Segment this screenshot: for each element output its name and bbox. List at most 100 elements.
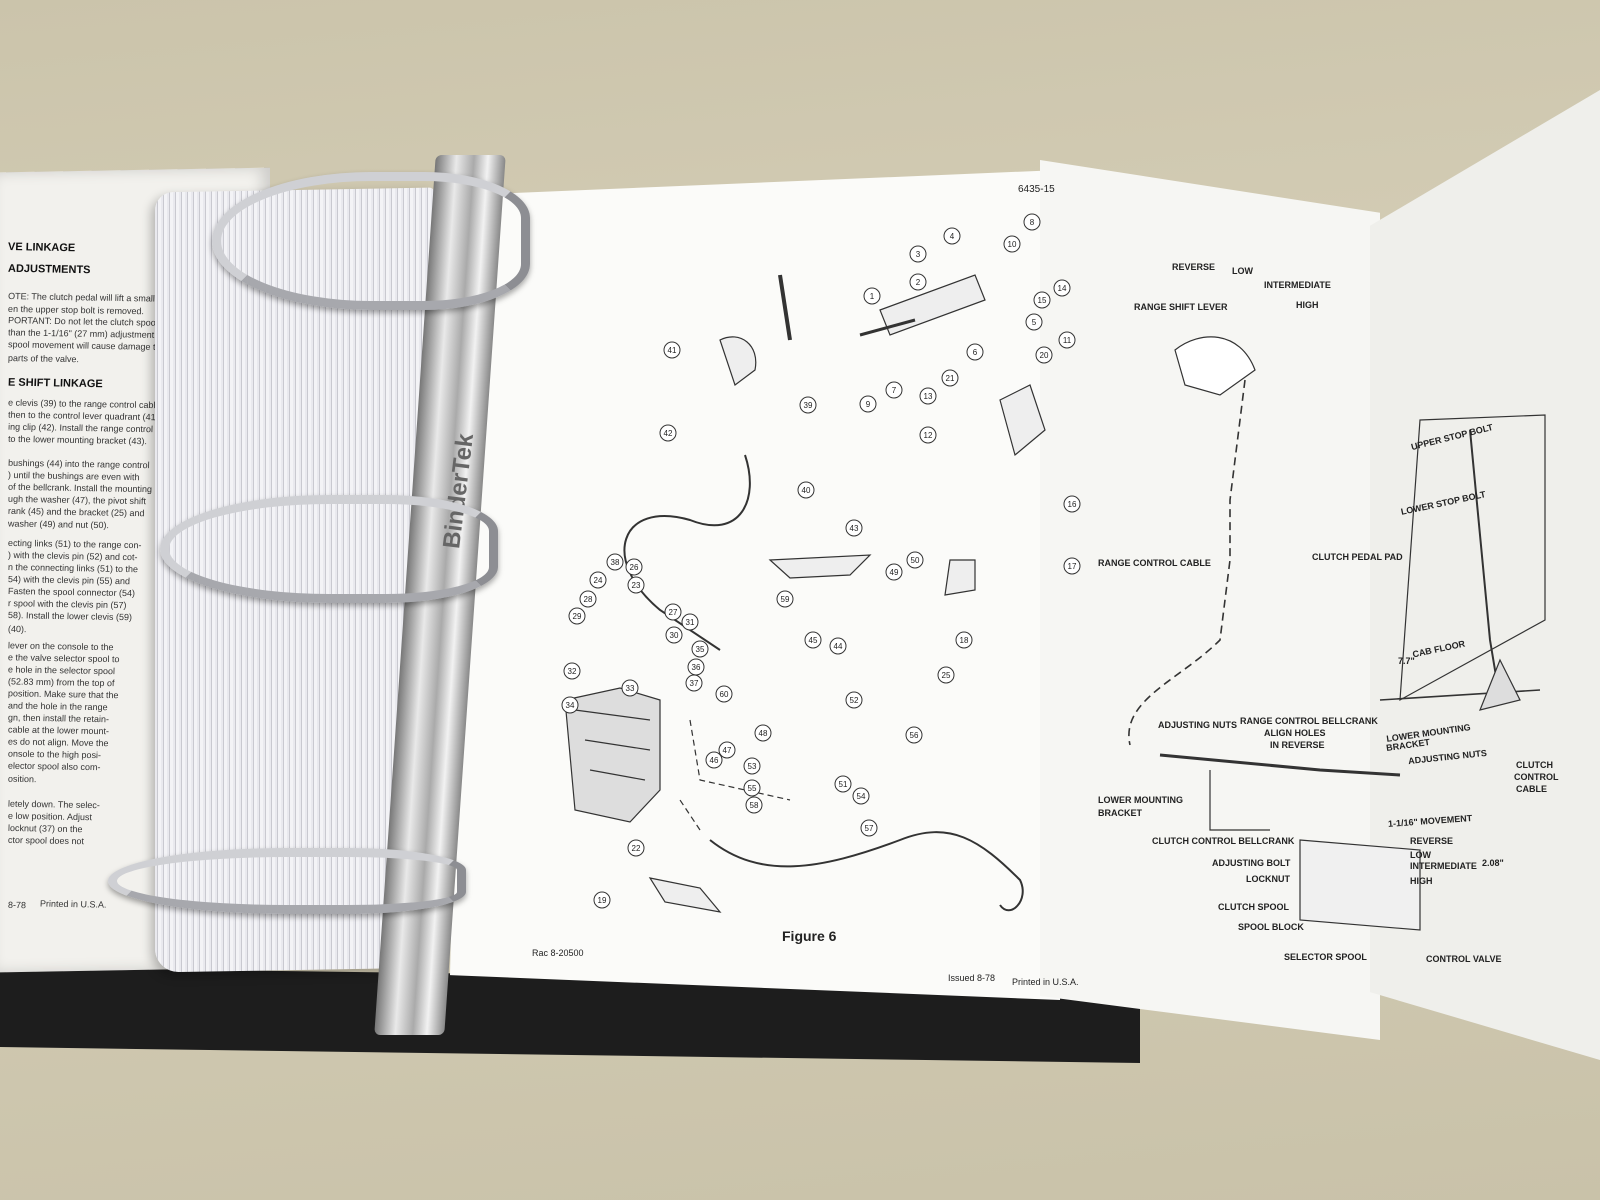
callout-number: 38 [611, 558, 620, 567]
callout-number: 36 [692, 663, 701, 672]
callout-bubble [1003, 235, 1021, 253]
label-clutch-control-bellcrank: CLUTCH CONTROL BELLCRANK [1152, 836, 1295, 846]
label-range-shift-lever: RANGE SHIFT LEVER [1134, 302, 1228, 312]
label-align-holes: ALIGN HOLES [1264, 728, 1326, 738]
callout-bubble [1063, 495, 1081, 513]
callout-number: 5 [1032, 318, 1037, 327]
callout-number: 13 [924, 392, 933, 401]
callout-bubble [829, 637, 847, 655]
callout-bubble [754, 724, 772, 742]
callout-number: 27 [669, 608, 678, 617]
label-bracket: BRACKET [1098, 808, 1142, 818]
callout-number: 39 [804, 401, 813, 410]
callout-number: 50 [911, 556, 920, 565]
callout-bubble [606, 553, 624, 571]
callout-number: 7 [892, 386, 897, 395]
callout-number: 43 [850, 524, 859, 533]
callout-number: 54 [857, 792, 866, 801]
label-adjusting-bolt: ADJUSTING BOLT [1212, 858, 1291, 868]
callout-bubble [860, 819, 878, 837]
callout-bubble [885, 563, 903, 581]
callout-number: 35 [696, 645, 705, 654]
callout-number: 26 [630, 563, 639, 572]
callout-bubble [906, 551, 924, 569]
callout-bubble [663, 341, 681, 359]
callout-number: 52 [850, 696, 859, 705]
callout-bubble [568, 607, 586, 625]
callout-number: 28 [584, 595, 593, 604]
callout-bubble [966, 343, 984, 361]
callout-bubble [561, 696, 579, 714]
callout-bubble [1023, 213, 1041, 231]
callout-number: 49 [890, 568, 899, 577]
callout-bubble [579, 590, 597, 608]
callout-number: 22 [632, 844, 641, 853]
callout-number: 34 [566, 701, 575, 710]
label-intermediate-2: INTERMEDIATE [1410, 861, 1477, 871]
callout-bubble [691, 640, 709, 658]
callout-bubble [845, 691, 863, 709]
callout-number: 8 [1030, 218, 1035, 227]
callout-number: 41 [668, 346, 677, 355]
callout-bubble [685, 674, 703, 692]
callout-number: 23 [632, 581, 641, 590]
callout-number: 21 [946, 374, 955, 383]
label-spool-block: SPOOL BLOCK [1238, 922, 1304, 932]
callout-number: 20 [1040, 351, 1049, 360]
callout-bubble [1025, 313, 1043, 331]
callout-bubble [665, 626, 683, 644]
callout-bubble [937, 666, 955, 684]
callout-number: 42 [664, 429, 673, 438]
callout-number: 58 [750, 801, 759, 810]
callout-number: 25 [942, 671, 951, 680]
label-cable: CABLE [1516, 784, 1547, 794]
callout-bubble [589, 571, 607, 589]
label-low: LOW [1232, 266, 1253, 276]
callout-bubble [681, 613, 699, 631]
label-adjusting-nuts: ADJUSTING NUTS [1158, 720, 1238, 730]
label-dimension-2-08: 2.08" [1482, 858, 1504, 868]
callout-number: 29 [573, 612, 582, 621]
callout-number: 9 [866, 400, 871, 409]
callout-number: 12 [924, 431, 933, 440]
callout-bubble [955, 631, 973, 649]
figure-caption: Figure 6 [782, 928, 837, 944]
callout-bubble [743, 757, 761, 775]
callout-bubble [863, 287, 881, 305]
callout-number: 14 [1058, 284, 1067, 293]
label-low-2: LOW [1410, 850, 1431, 860]
label-reverse-2: REVERSE [1410, 836, 1454, 846]
callout-number: 30 [670, 631, 679, 640]
callout-bubble [919, 426, 937, 444]
label-in-reverse: IN REVERSE [1270, 740, 1325, 750]
callout-number: 44 [834, 642, 843, 651]
reference-code: Rac 8-20500 [532, 948, 584, 958]
callout-number: 40 [802, 486, 811, 495]
printed-in: Printed in U.S.A. [1012, 977, 1079, 987]
label-lower-mounting: LOWER MOUNTING [1098, 795, 1183, 805]
callout-bubble [905, 726, 923, 744]
callout-number: 1 [870, 292, 875, 301]
callout-number: 45 [809, 636, 818, 645]
callout-number: 46 [710, 756, 719, 765]
callout-number: 18 [960, 636, 969, 645]
label-selector-spool: SELECTOR SPOOL [1284, 952, 1367, 962]
label-control-valve: CONTROL VALVE [1426, 954, 1502, 964]
label-high: HIGH [1296, 300, 1319, 310]
callout-bubble [621, 679, 639, 697]
callout-bubble [885, 381, 903, 399]
label-clutch-spool: CLUTCH SPOOL [1218, 902, 1289, 912]
label-clutch-pedal-pad: CLUTCH PEDAL PAD [1312, 552, 1403, 562]
callout-bubble [909, 245, 927, 263]
callout-bubble [776, 590, 794, 608]
callout-bubble [705, 751, 723, 769]
callout-bubble [1063, 557, 1081, 575]
callout-number: 19 [598, 896, 607, 905]
callout-number: 10 [1008, 240, 1017, 249]
callout-bubble [743, 779, 761, 797]
callout-bubble [627, 576, 645, 594]
callout-bubble [941, 369, 959, 387]
label-locknut: LOCKNUT [1246, 874, 1290, 884]
callout-bubble [859, 395, 877, 413]
